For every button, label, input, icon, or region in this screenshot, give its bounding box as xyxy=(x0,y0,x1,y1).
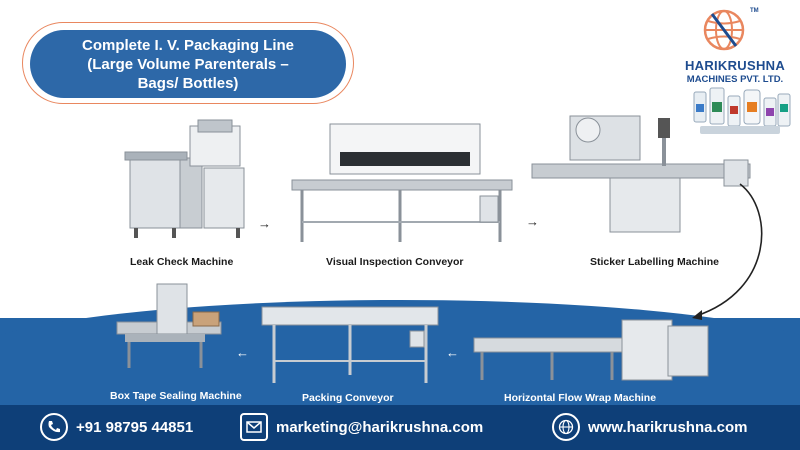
contact-email[interactable]: marketing@harikrushna.com xyxy=(240,413,483,441)
title-line-3: Bags/ Bottles) xyxy=(137,75,239,92)
flow-arrow-2: → xyxy=(526,214,539,229)
globe-logo-icon xyxy=(703,9,745,51)
brand-name: HARIKRUSHNA xyxy=(684,58,786,73)
label-packing-conveyor: Packing Conveyor xyxy=(302,392,394,404)
leak-check-machine-image xyxy=(124,119,245,238)
contact-phone[interactable]: +91 98795 44851 xyxy=(40,413,193,441)
company-logo: TM HARIKRUSHNA MACHINES PVT. LTD. xyxy=(680,8,790,88)
website-url[interactable]: www.harikrushna.com xyxy=(588,418,748,436)
box-tape-sealing-machine-image xyxy=(116,283,222,368)
title-outline xyxy=(22,22,354,104)
phone-number[interactable]: +91 98795 44851 xyxy=(76,418,194,436)
label-leak-check: Leak Check Machine xyxy=(130,256,234,268)
contact-bar xyxy=(0,405,800,450)
title-line-2: (Large Volume Parenterals – xyxy=(87,56,289,73)
label-sticker-labelling: Sticker Labelling Machine xyxy=(590,256,719,268)
horizontal-flow-wrap-machine-image xyxy=(473,319,709,381)
iv-products-image xyxy=(693,87,791,134)
label-flow-wrap: Horizontal Flow Wrap Machine xyxy=(504,392,657,404)
packing-conveyor-image xyxy=(261,306,439,383)
label-box-tape-sealing: Box Tape Sealing Machine xyxy=(110,390,242,402)
phone-icon xyxy=(40,413,68,441)
flow-arrow-5: ← xyxy=(236,345,249,360)
title-line-1: Complete I. V. Packaging Line xyxy=(81,37,294,54)
flow-arrow-1: → xyxy=(258,216,271,231)
trademark: TM xyxy=(750,8,759,14)
globe-icon xyxy=(552,413,580,441)
email-address[interactable]: marketing@harikrushna.com xyxy=(276,418,484,436)
label-visual-inspection: Visual Inspection Conveyor xyxy=(326,256,464,268)
brand-subtitle: MACHINES PVT. LTD. xyxy=(686,74,784,85)
curved-flow-arrow xyxy=(692,183,763,320)
visual-inspection-conveyor-image xyxy=(291,123,513,242)
page-title: Complete I. V. Packaging Line (Large Vol… xyxy=(30,30,346,98)
contact-website[interactable]: www.harikrushna.com xyxy=(552,413,748,441)
envelope-icon xyxy=(240,413,268,441)
flow-arrow-4: ← xyxy=(446,345,459,360)
sticker-labelling-machine-image xyxy=(531,115,751,233)
